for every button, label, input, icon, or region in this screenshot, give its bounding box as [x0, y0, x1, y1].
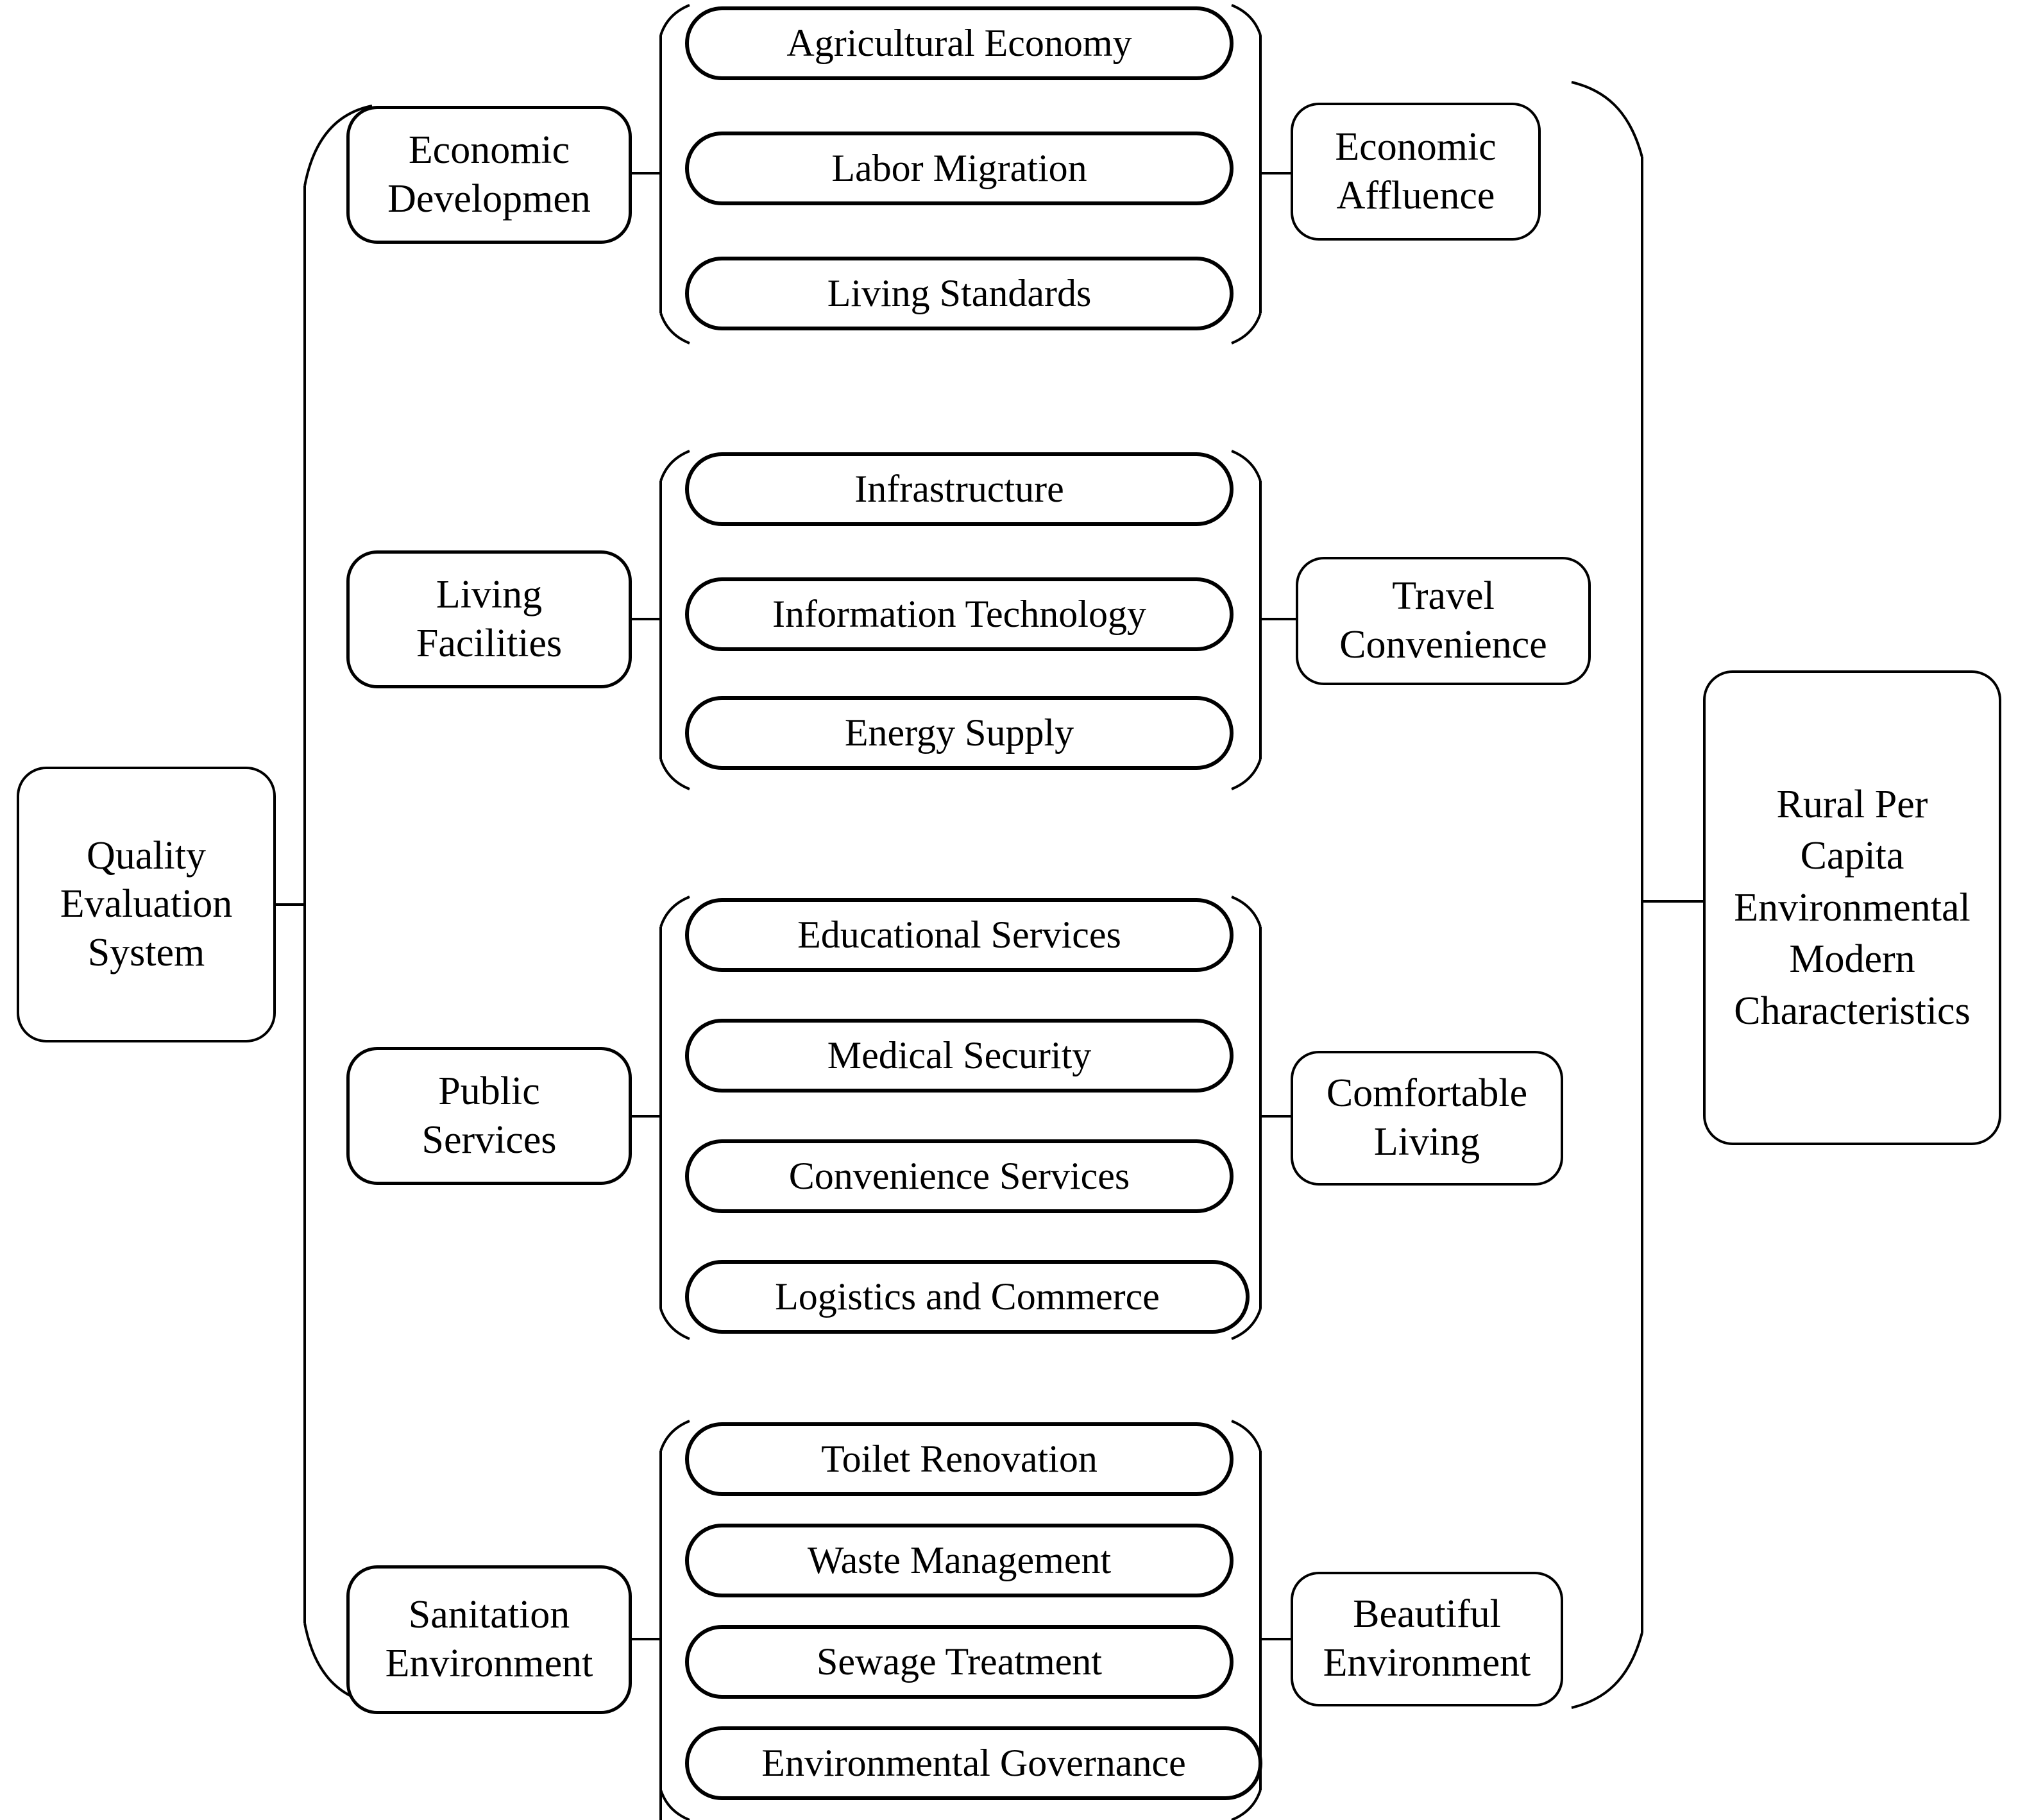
group-node-public-services[interactable]: Public Services	[346, 1047, 632, 1185]
indicator-pill-logistics-and-commerce[interactable]: Logistics and Commerce	[685, 1260, 1250, 1334]
branch2-right-brace-top-curl	[1231, 450, 1262, 482]
branch3-left-brace-bottom-curl	[659, 1308, 690, 1340]
indicator-pill-toilet-renovation[interactable]: Toilet Renovation	[685, 1422, 1234, 1496]
goal-brace-bottom-curl	[1571, 1632, 1643, 1709]
branch2-left-brace-top-curl	[659, 450, 690, 482]
group-node-living-facilities[interactable]: Living Facilities	[346, 550, 632, 688]
branch1-right-brace-bottom-curl	[1231, 312, 1262, 344]
indicator-pill-energy-supply[interactable]: Energy Supply	[685, 696, 1234, 770]
indicator-pill-information-technology[interactable]: Information Technology	[685, 577, 1234, 651]
outcome-node-economic-affluence[interactable]: Economic Affluence	[1291, 103, 1541, 241]
branch2-left-brace-bottom-curl	[659, 758, 690, 790]
branch2-right-brace-bottom-curl	[1231, 758, 1262, 790]
outcome-node-beautiful-environment[interactable]: Beautiful Environment	[1291, 1572, 1563, 1706]
branch1-left-brace-top-curl	[659, 4, 690, 36]
indicator-pill-medical-security[interactable]: Medical Security	[685, 1019, 1234, 1093]
branch3-right-brace-top-curl	[1231, 896, 1262, 928]
goal-node-rural-per-capita[interactable]: Rural Per Capita Environmental Modern Ch…	[1703, 670, 2001, 1145]
indicator-pill-convenience-services[interactable]: Convenience Services	[685, 1139, 1234, 1213]
indicator-pill-environmental-governance[interactable]: Environmental Governance	[685, 1726, 1262, 1800]
group-node-sanitation-environment[interactable]: Sanitation Environment	[346, 1565, 632, 1714]
goal-brace-top-curl	[1571, 81, 1643, 158]
branch1-right-brace-top-curl	[1231, 4, 1262, 36]
branch3-left-brace-top-curl	[659, 896, 690, 928]
root-node-quality-evaluation-system[interactable]: Quality Evaluation System	[17, 767, 276, 1042]
indicator-pill-agricultural-economy[interactable]: Agricultural Economy	[685, 6, 1234, 80]
branch4-left-brace-top-curl	[659, 1420, 690, 1452]
outcome-node-comfortable-living[interactable]: Comfortable Living	[1291, 1051, 1563, 1186]
branch4-right-brace-top-curl	[1231, 1420, 1262, 1452]
indicator-pill-infrastructure[interactable]: Infrastructure	[685, 452, 1234, 526]
indicator-pill-educational-services[interactable]: Educational Services	[685, 898, 1234, 972]
group-node-economic-development[interactable]: Economic Developmen	[346, 106, 632, 244]
outcome-node-travel-convenience[interactable]: Travel Convenience	[1296, 557, 1591, 685]
branch1-left-brace-bottom-curl	[659, 312, 690, 344]
indicator-pill-living-standards[interactable]: Living Standards	[685, 257, 1234, 330]
indicator-pill-waste-management[interactable]: Waste Management	[685, 1524, 1234, 1597]
indicator-pill-sewage-treatment[interactable]: Sewage Treatment	[685, 1625, 1234, 1699]
branch4-left-brace-bottom-curl	[659, 1789, 690, 1820]
indicator-pill-labor-migration[interactable]: Labor Migration	[685, 132, 1234, 205]
